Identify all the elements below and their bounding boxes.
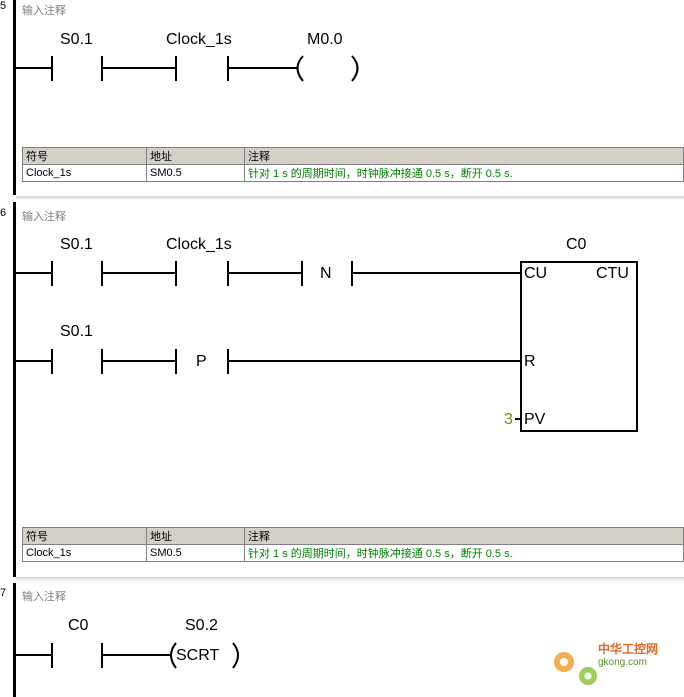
contact-clock-1s-label[interactable]: Clock_1s [166,236,232,253]
contact-clock-1s-label[interactable]: Clock_1s [166,31,232,48]
symbol-cell[interactable]: Clock_1s [22,544,147,562]
ladder-rung-network-7 [16,642,239,669]
counter-pv-value[interactable]: 3 [504,411,513,428]
contact-c0-label[interactable]: C0 [68,617,89,634]
watermark-brand: 中华工控网 [598,642,659,656]
table-row[interactable]: Clock_1s SM0.5 针对 1 s 的周期时间，时钟脉冲接通 0.5 s… [22,544,684,562]
power-rail-network-6 [13,202,16,577]
watermark-domain: gkong.com [598,657,647,668]
symbol-cell[interactable]: Clock_1s [22,164,147,182]
symbol-column-header: 符号 [22,527,147,545]
counter-type-label: CTU [596,265,629,282]
network-comment-5[interactable]: 输入注释 [22,5,66,17]
address-column-header: 地址 [146,527,245,545]
comment-cell[interactable]: 针对 1 s 的周期时间，时钟脉冲接通 0.5 s，断开 0.5 s. [244,164,684,182]
symbol-column-header: 符号 [22,147,147,165]
network-number-5: 5 [0,0,7,12]
contact-s0-1-label[interactable]: S0.1 [60,236,93,253]
counter-box [520,261,638,432]
coil-m0-0-label[interactable]: M0.0 [307,31,343,48]
symbol-table-network-6: 符号 地址 注释 Clock_1s SM0.5 针对 1 s 的周期时间，时钟脉… [22,527,684,562]
power-rail-network-5 [13,0,16,195]
address-cell[interactable]: SM0.5 [146,164,245,182]
ladder-rung-network-6 [16,261,638,432]
comment-column-header: 注释 [244,527,684,545]
network-comment-7[interactable]: 输入注释 [22,591,66,603]
positive-edge-label[interactable]: P [196,353,207,370]
network-separator [16,196,684,200]
address-cell[interactable]: SM0.5 [146,544,245,562]
counter-pin-pv: PV [524,411,546,428]
counter-pin-r: R [524,353,536,370]
contact-s0-1-label[interactable]: S0.1 [60,31,93,48]
coil-s0-2-label[interactable]: S0.2 [185,617,218,634]
symbol-table-network-5: 符号 地址 注释 Clock_1s SM0.5 针对 1 s 的周期时间，时钟脉… [22,147,684,182]
counter-pin-cu: CU [524,265,548,282]
comment-column-header: 注释 [244,147,684,165]
power-rail-network-7 [13,583,16,697]
contact-s0-1-label[interactable]: S0.1 [60,323,93,340]
network-number-6: 6 [0,207,7,219]
network-comment-6[interactable]: 输入注释 [22,211,66,223]
comment-cell[interactable]: 针对 1 s 的周期时间，时钟脉冲接通 0.5 s，断开 0.5 s. [244,544,684,562]
table-row[interactable]: Clock_1s SM0.5 针对 1 s 的周期时间，时钟脉冲接通 0.5 s… [22,164,684,182]
network-separator [16,577,684,581]
counter-name-label[interactable]: C0 [566,236,587,253]
scrt-instruction-label: SCRT [176,647,220,664]
ladder-rung-network-5 [16,55,359,82]
negative-edge-label[interactable]: N [320,265,332,282]
gkong-watermark-logo [554,652,597,685]
network-number-7: 7 [0,587,7,599]
